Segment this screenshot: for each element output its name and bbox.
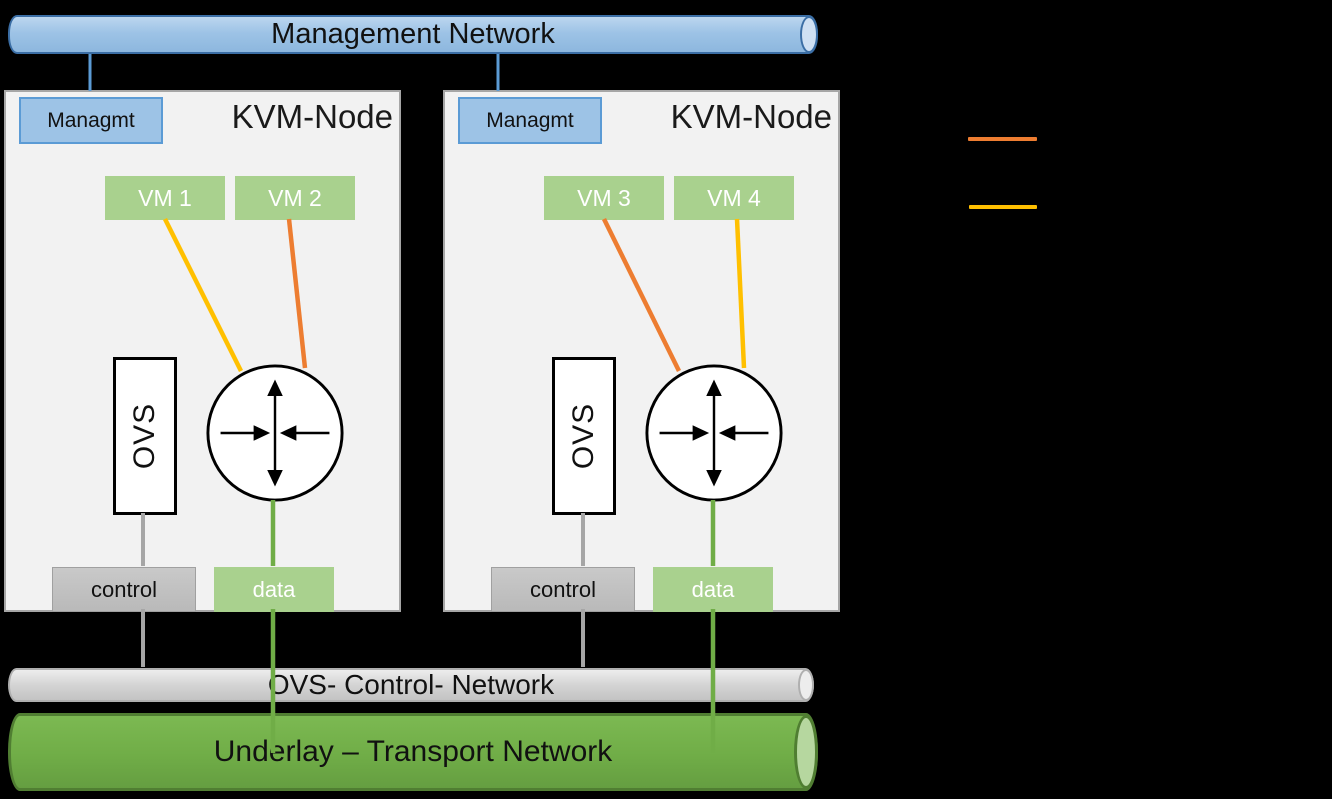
node2-virtual-switch-icon: [645, 364, 783, 502]
node1-virtual-switch-icon: [206, 364, 344, 502]
node2-data-port: data: [653, 567, 773, 612]
node1-vm1-box: VM 1: [105, 176, 225, 220]
cylinder-end-cap: [800, 16, 818, 53]
node1-ovs-label: OVS: [128, 402, 162, 470]
node1-control-port: control: [52, 567, 196, 612]
kvm-node-1-title: KVM-Node: [231, 98, 393, 135]
ovs-control-network-bar: OVS- Control- Network: [8, 668, 814, 702]
node1-data-port: data: [214, 567, 334, 612]
node2-vm4-box: VM 4: [674, 176, 794, 220]
management-network-bar: Management Network: [8, 15, 818, 54]
node1-ovs-box: OVS: [113, 357, 177, 515]
cylinder-end-cap: [798, 669, 814, 701]
kvm-node-2: KVM-Node Managmt VM 3 VM 4 OVS control d…: [443, 90, 840, 612]
cylinder-end-cap: [794, 715, 818, 789]
node2-ovs-box: OVS: [552, 357, 616, 515]
management-network-label: Management Network: [271, 18, 555, 50]
underlay-transport-network-label: Underlay – Transport Network: [213, 735, 613, 768]
kvm-node-2-title: KVM-Node: [670, 98, 832, 135]
node1-vm2-box: VM 2: [235, 176, 355, 220]
ovs-control-network-label: OVS- Control- Network: [267, 669, 555, 700]
underlay-transport-network-bar: Underlay – Transport Network: [8, 713, 818, 791]
node2-vm3-box: VM 3: [544, 176, 664, 220]
legend-overlay-network-2-line: [969, 205, 1037, 209]
node1-managmt-port: Managmt: [19, 97, 163, 144]
kvm-node-1: KVM-Node Managmt VM 1 VM 2 OVS control d…: [4, 90, 401, 612]
node2-control-port: control: [491, 567, 635, 612]
node2-managmt-port: Managmt: [458, 97, 602, 144]
node2-ovs-label: OVS: [567, 402, 601, 470]
legend-overlay-network-1-line: [968, 137, 1037, 141]
